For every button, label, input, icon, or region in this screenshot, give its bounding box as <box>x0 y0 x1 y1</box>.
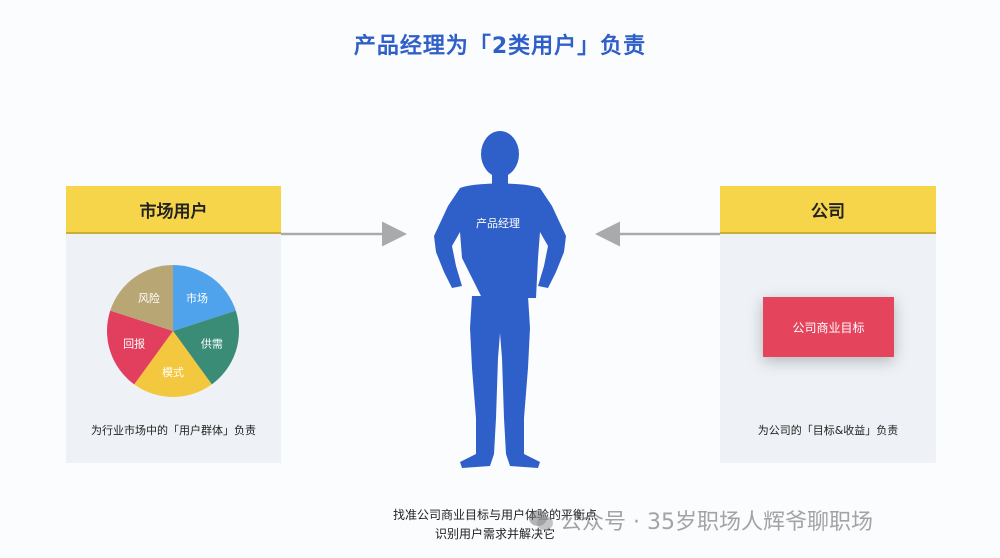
bottom-line-2: 识别用户需求并解决它 <box>434 527 555 541</box>
pie-slice <box>173 310 239 385</box>
company-caption: 为公司的「目标&收益」负责 <box>757 424 899 437</box>
wechat-logo-icon <box>529 510 553 530</box>
pie-slice-label: 回报 <box>123 337 145 351</box>
watermark-text: 公众号 · 35岁职场人辉爷聊职场 <box>560 510 873 535</box>
company-header: 公司 <box>720 186 936 234</box>
product-manager-label: 产品经理 <box>476 217 520 230</box>
watermark: 公众号 · 35岁职场人辉爷聊职场 <box>528 504 873 536</box>
company-panel: 公司 为公司的「目标&收益」负责 <box>720 186 936 463</box>
page-title: 产品经理为「2类用户」负责 <box>353 34 647 59</box>
pie-slice <box>107 310 173 385</box>
pie-slice-label: 市场 <box>186 291 208 305</box>
market-users-header: 市场用户 <box>66 186 281 234</box>
market-users-caption: 为行业市场中的「用户群体」负责 <box>91 424 256 437</box>
pie-slice-label: 模式 <box>162 366 184 379</box>
company-goal-box: 公司商业目标 <box>763 297 894 357</box>
product-manager-figure-icon <box>434 131 566 468</box>
pie-slice-label: 风险 <box>138 291 160 305</box>
pie-slice <box>110 265 173 331</box>
pie-slice <box>173 265 236 331</box>
pie-slice <box>134 331 212 397</box>
pie-slice-label: 供需 <box>201 337 223 351</box>
